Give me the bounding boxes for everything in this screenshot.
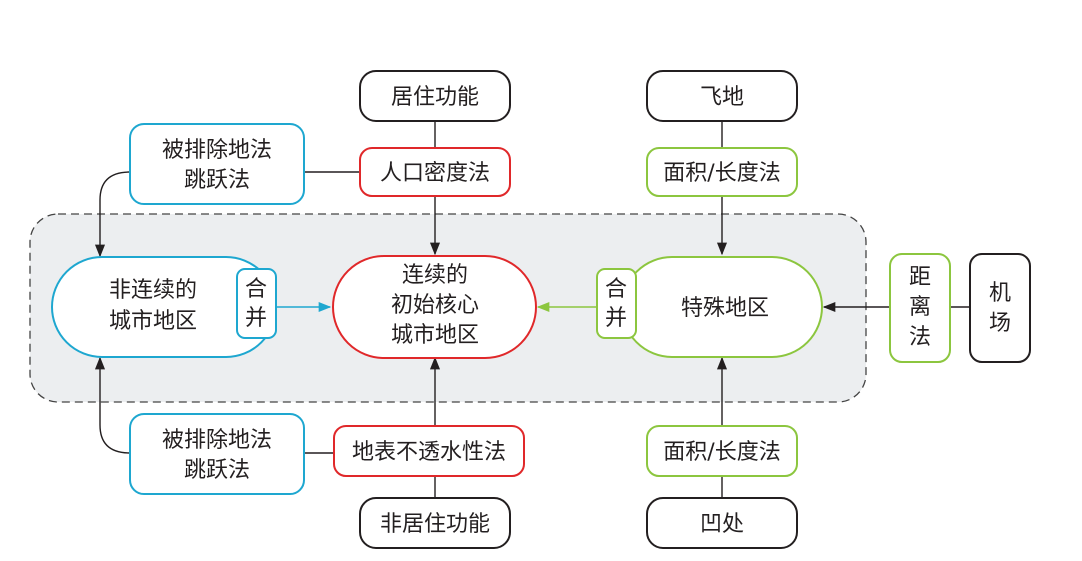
nonresidential-function-label: 非居住功能 — [380, 512, 490, 537]
core-urban-area-line3: 城市地区 — [391, 323, 479, 348]
area-length-method-top-box: 面积/长度法 — [646, 147, 798, 197]
depression-label: 凹处 — [700, 512, 744, 537]
special-area-node: 特殊地区 — [621, 256, 823, 358]
core-urban-area-line1: 连续的 — [402, 263, 468, 288]
special-area-label: 特殊地区 — [681, 296, 769, 321]
merge-left-char1: 合 — [245, 277, 267, 302]
excluded-land-jump-top-line1: 被排除地法 — [162, 138, 272, 163]
population-density-method-label: 人口密度法 — [380, 161, 490, 186]
connectors — [94, 121, 970, 498]
airport-box: 机 场 — [969, 253, 1031, 363]
noncontiguous-urban-area-line2: 城市地区 — [109, 309, 197, 334]
excluded-land-jump-top-line2: 跳跃法 — [184, 168, 250, 193]
enclave-label: 飞地 — [700, 85, 744, 110]
airport-char1: 机 — [989, 281, 1011, 306]
excluded-land-jump-bottom-line1: 被排除地法 — [162, 428, 272, 453]
nonresidential-function-box: 非居住功能 — [359, 497, 511, 549]
distance-method-char2: 离 — [909, 295, 931, 320]
area-length-method-top-label: 面积/长度法 — [663, 161, 780, 186]
noncontiguous-urban-area-line1: 非连续的 — [109, 278, 197, 303]
merge-left-box: 合 并 — [236, 268, 277, 339]
merge-right-char2: 并 — [605, 306, 627, 331]
excluded-land-jump-top-box: 被排除地法 跳跃法 — [129, 123, 305, 205]
area-length-method-bottom-label: 面积/长度法 — [663, 440, 780, 465]
population-density-method-box: 人口密度法 — [359, 147, 511, 197]
enclave-box: 飞地 — [646, 70, 798, 122]
impervious-surface-method-box: 地表不透水性法 — [333, 425, 525, 477]
distance-method-box: 距 离 法 — [889, 253, 951, 363]
core-urban-area-node: 连续的 初始核心 城市地区 — [332, 255, 537, 359]
distance-method-char1: 距 — [909, 265, 931, 290]
depression-box: 凹处 — [646, 497, 798, 549]
excluded-land-jump-bottom-box: 被排除地法 跳跃法 — [129, 413, 305, 495]
merge-left-char2: 并 — [245, 306, 267, 331]
merge-right-char1: 合 — [605, 277, 627, 302]
excluded-land-jump-bottom-line2: 跳跃法 — [184, 458, 250, 483]
residential-function-label: 居住功能 — [391, 85, 479, 110]
airport-char2: 场 — [989, 311, 1011, 336]
area-length-method-bottom-box: 面积/长度法 — [646, 425, 798, 477]
noncontiguous-urban-area-node: 非连续的 城市地区 — [51, 256, 277, 358]
distance-method-char3: 法 — [909, 325, 931, 350]
residential-function-box: 居住功能 — [359, 70, 511, 122]
merge-right-box: 合 并 — [596, 268, 637, 339]
core-urban-area-line2: 初始核心 — [391, 293, 479, 318]
impervious-surface-method-label: 地表不透水性法 — [352, 440, 506, 465]
